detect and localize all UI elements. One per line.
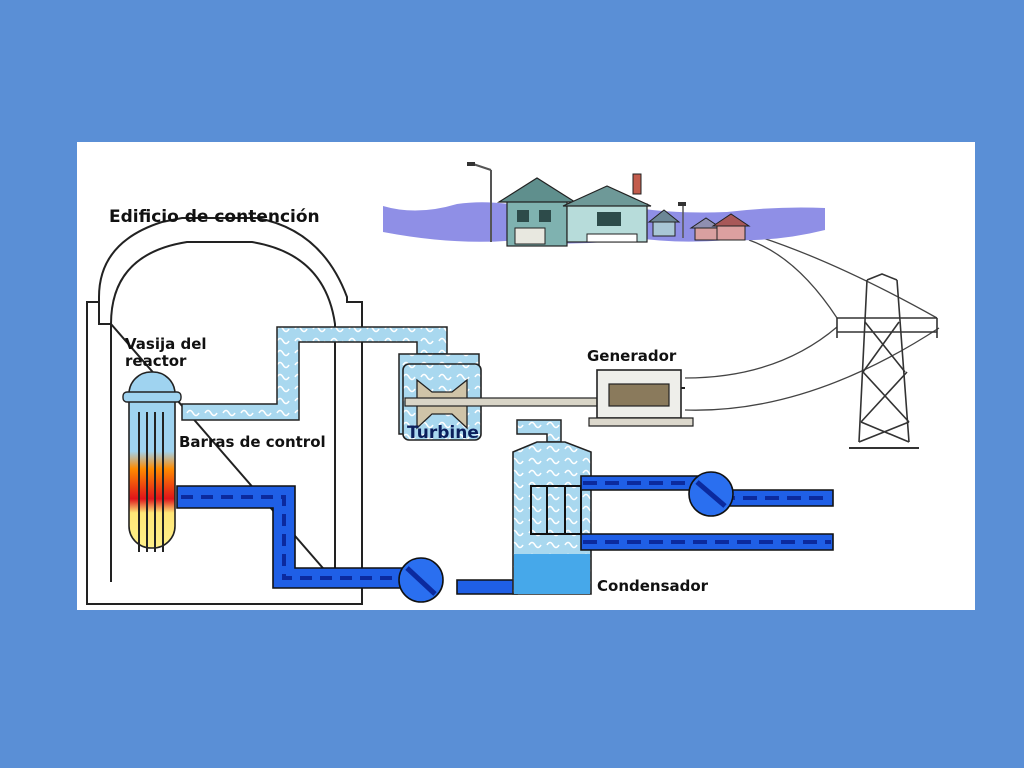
- feedwater-dashes: [181, 495, 413, 580]
- reactor-vessel-label-line2: reactor: [125, 352, 187, 371]
- turbine: [402, 363, 616, 441]
- cooling-pump: [688, 471, 734, 517]
- power-plant-diagram: [86, 162, 940, 605]
- containment-building: [86, 217, 363, 605]
- diagram-panel: Edificio de contención Vasija del reacto…: [77, 142, 975, 610]
- reactor-vessel: [122, 371, 182, 552]
- reactor-vessel-label: Vasija del reactor: [125, 335, 207, 371]
- turbine-shaft: [404, 397, 616, 407]
- house-main: [496, 173, 652, 247]
- cooling-dashes: [583, 481, 831, 544]
- house-small-2: [689, 213, 751, 241]
- street-lamp: [467, 162, 492, 242]
- condenser: [512, 441, 592, 595]
- houses-landscape: [383, 162, 825, 247]
- steam-pipe: [181, 326, 562, 443]
- control-rods-label: Barras de control: [179, 433, 326, 451]
- condenser-label: Condensador: [597, 577, 709, 595]
- containment-building-label: Edificio de contención: [109, 207, 320, 227]
- control-rods: [138, 412, 164, 552]
- generator-label: Generador: [587, 347, 677, 365]
- pump: [398, 557, 444, 603]
- power-pylon: [836, 273, 938, 449]
- reactor-vessel-label-line1: Vasija del: [125, 335, 207, 353]
- street-lamp-small: [678, 202, 686, 238]
- generator: [588, 369, 694, 427]
- turbine-label: Turbine: [407, 423, 479, 443]
- house-small-1: [647, 209, 681, 237]
- power-lines: [684, 235, 940, 411]
